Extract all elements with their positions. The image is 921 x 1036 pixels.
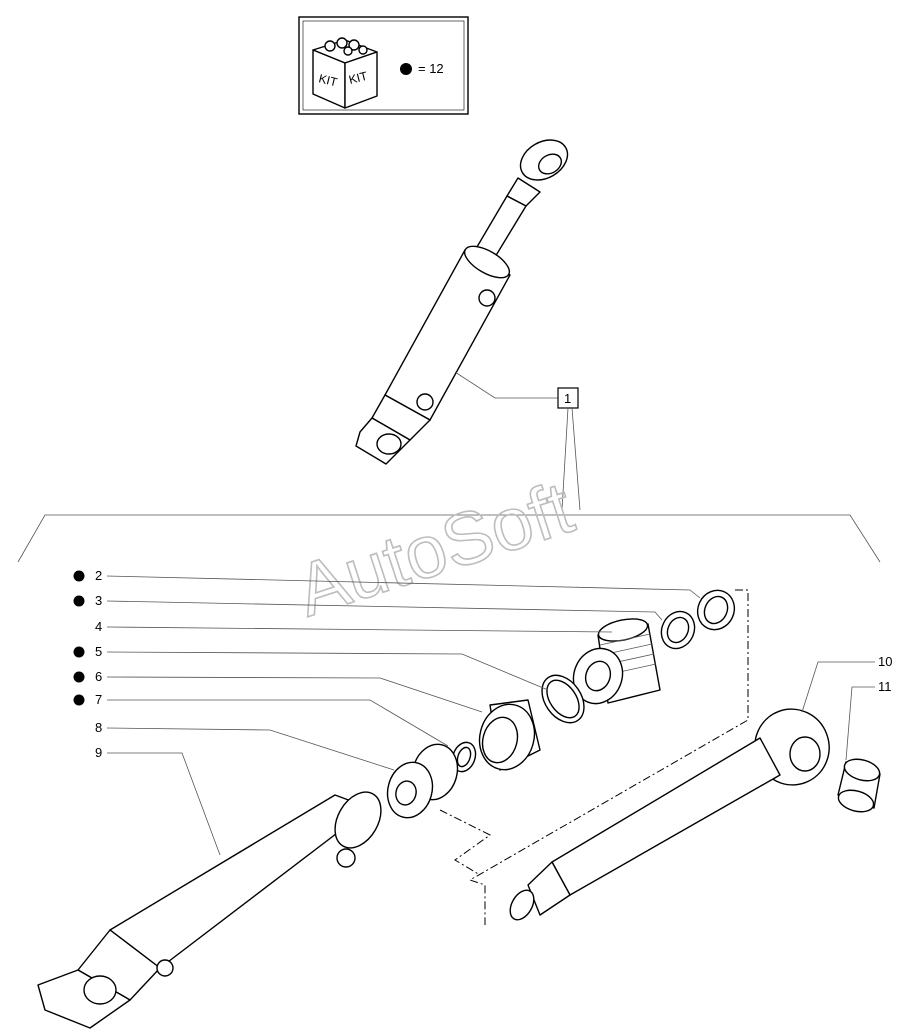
part-label-10: 10 xyxy=(878,654,892,669)
kit-count: = 12 xyxy=(418,61,444,76)
watermark: AutoSoft xyxy=(286,465,584,633)
ring-part-7 xyxy=(451,741,477,773)
callout-1-label: 1 xyxy=(564,391,571,406)
leader-lines xyxy=(106,575,875,856)
kit-label-left: KIT xyxy=(317,71,339,89)
kit-bullet-icon-2 xyxy=(73,570,85,582)
assembly-axis-1 xyxy=(468,589,749,925)
part-label-5: 5 xyxy=(95,644,102,659)
kit-bullet-icon xyxy=(400,63,412,75)
part-label-6: 6 xyxy=(95,669,102,684)
callout-1: 1 xyxy=(454,371,581,511)
seal-part-2 xyxy=(696,589,736,631)
bush-part-11 xyxy=(837,758,881,813)
assembled-cylinder xyxy=(355,139,569,465)
assembly-axis-2 xyxy=(439,809,491,876)
kit-bullet-icon-5 xyxy=(73,646,85,658)
oring-part-5 xyxy=(541,674,585,724)
part-label-9: 9 xyxy=(95,745,102,760)
kit-bullet-icon-7 xyxy=(73,694,85,706)
rod-part-10 xyxy=(509,708,830,921)
right-part-labels: 10 11 xyxy=(878,654,892,694)
piston-part-8 xyxy=(386,743,459,819)
part-label-8: 8 xyxy=(95,720,102,735)
barrel-part-9 xyxy=(37,791,382,1029)
kit-box-icon: KIT KIT xyxy=(312,37,378,109)
part-label-7: 7 xyxy=(95,692,102,707)
part-label-4: 4 xyxy=(95,619,102,634)
kit-label-right: KIT xyxy=(347,69,369,87)
guide-part-4 xyxy=(572,618,661,705)
watermark-text: AutoSoft xyxy=(287,465,583,632)
kit-bullet-icon-6 xyxy=(73,671,85,683)
part-label-3: 3 xyxy=(95,593,102,608)
kit-legend: KIT KIT = 12 xyxy=(298,16,469,115)
kit-bullet-icon-3 xyxy=(73,595,85,607)
ring-part-3 xyxy=(660,610,696,650)
part-label-2: 2 xyxy=(95,568,102,583)
bushing-part-6 xyxy=(478,699,541,771)
part-label-11: 11 xyxy=(878,679,892,694)
bracket-line xyxy=(17,514,881,563)
part-labels: 2 3 4 5 6 7 8 9 xyxy=(73,568,102,760)
